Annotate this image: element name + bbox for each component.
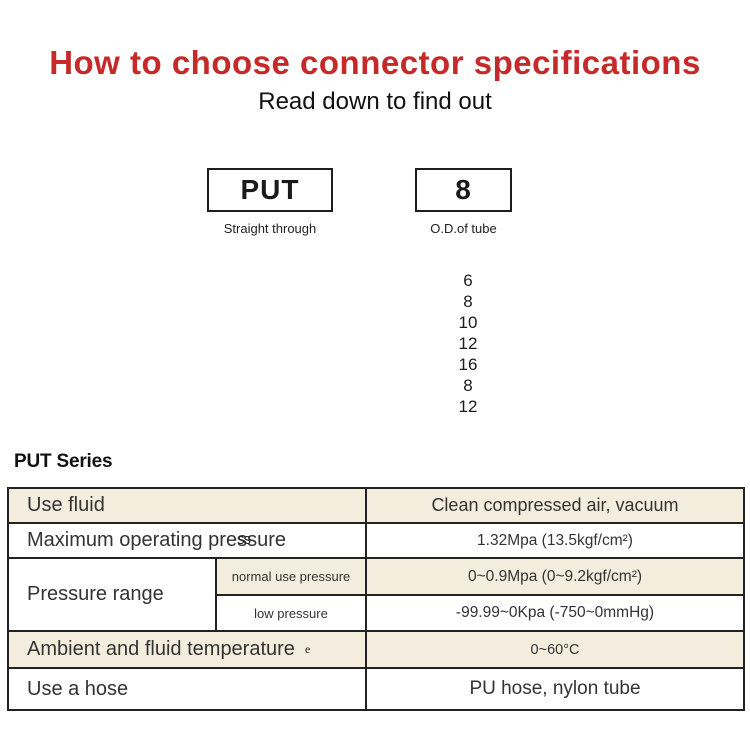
- table-row: Pressure range normal use pressure 0~0.9…: [7, 557, 745, 632]
- table-row: low pressure -99.99~0Kpa (-750~0mmHg): [8, 594, 745, 632]
- spec-label-hose: Use a hose: [7, 667, 367, 711]
- tube-size-option: 12: [458, 334, 478, 353]
- page-subtitle: Read down to find out: [258, 88, 492, 115]
- model-code-series-caption: Straight through: [223, 221, 317, 236]
- tube-size-option: 6: [463, 271, 473, 290]
- spec-table: Use fluid Clean compressed air, vacuum M…: [7, 487, 745, 711]
- spec-value-max-pressure: 1.32Mpa (13.5kgf/cm²): [365, 522, 745, 559]
- page-title: How to choose connector specifications: [49, 44, 701, 81]
- model-code-series-text: PUT: [240, 174, 300, 205]
- table-row: Maximum operating pressure ss 1.32Mpa (1…: [7, 522, 745, 559]
- spec-value-low-pressure: -99.99~0Kpa (-750~0mmHg): [365, 594, 745, 632]
- tube-size-option: 8: [463, 376, 473, 395]
- model-code-size-text: 8: [455, 174, 472, 205]
- tube-size-option: 12: [458, 397, 478, 416]
- spec-label-pressure-range: Pressure range: [7, 557, 217, 632]
- text-artifact: e: [305, 642, 311, 656]
- spec-value-use-fluid: Clean compressed air, vacuum: [365, 487, 745, 524]
- spec-value-temperature: 0~60°C: [365, 630, 745, 669]
- spec-sublabel-normal-pressure: normal use pressure: [215, 557, 367, 596]
- tube-size-option: 8: [463, 292, 473, 311]
- spec-value-hose: PU hose, nylon tube: [365, 667, 745, 711]
- table-row: Use fluid Clean compressed air, vacuum: [7, 487, 745, 524]
- model-code-box-size: 8: [415, 168, 512, 212]
- spec-label-temperature: Ambient and fluid temperature e: [7, 630, 367, 669]
- spec-label-max-pressure: Maximum operating pressure ss: [7, 522, 367, 559]
- tube-size-option: 16: [458, 355, 478, 374]
- tube-size-list: 6 8 10 12 16 8 12: [415, 270, 521, 417]
- table-row: Ambient and fluid temperature e 0~60°C: [7, 630, 745, 669]
- model-code-box-series: PUT: [207, 168, 333, 212]
- spec-value-normal-pressure: 0~0.9Mpa (0~9.2kgf/cm²): [365, 557, 745, 596]
- spec-label-max-pressure-text: Maximum operating pressure: [27, 529, 286, 551]
- model-code-size-caption: O.D.of tube: [430, 221, 497, 236]
- series-heading: PUT Series: [14, 451, 113, 472]
- text-artifact: ss: [237, 531, 251, 548]
- spec-label-temperature-text: Ambient and fluid temperature: [27, 638, 295, 660]
- tube-size-option: 10: [458, 313, 478, 332]
- table-row: Use a hose PU hose, nylon tube: [7, 667, 745, 711]
- spec-label-use-fluid: Use fluid: [7, 487, 367, 524]
- spec-sublabel-low-pressure: low pressure: [215, 594, 367, 632]
